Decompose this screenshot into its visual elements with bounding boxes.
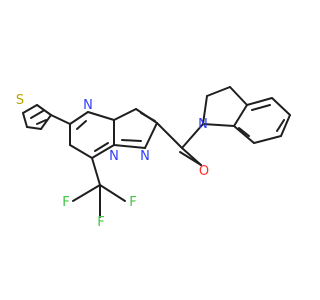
bond (69, 111, 89, 125)
bond (69, 144, 93, 159)
molecule-structure: S N N N N O F F F (16, 86, 291, 230)
bond (251, 104, 271, 111)
bond (238, 127, 250, 137)
bond (280, 114, 291, 137)
bond (91, 157, 101, 186)
atom-label-nitrogen: N (140, 149, 150, 164)
bond (202, 95, 208, 125)
bond (99, 184, 126, 202)
bond (26, 126, 42, 130)
bond (140, 112, 156, 122)
molecule-canvas: S N N N N O F F F (15, 86, 291, 230)
bond (246, 97, 273, 106)
bond (91, 144, 115, 159)
bond (87, 111, 115, 121)
atom-label-oxygen: O (199, 164, 209, 179)
bond (206, 86, 231, 97)
atom-label-nitrogen: N (109, 149, 119, 164)
bond (50, 114, 71, 125)
bond (233, 125, 255, 144)
bond (113, 144, 146, 149)
bond (156, 122, 183, 149)
bond (36, 104, 52, 116)
atom-label-sulfur: S (16, 93, 24, 108)
bond (271, 97, 291, 116)
bond (22, 112, 28, 128)
bond (36, 119, 47, 125)
bond (233, 104, 248, 127)
bond (30, 110, 44, 119)
atom-label-nitrogen: N (198, 117, 208, 132)
bond (94, 142, 109, 152)
bond (121, 139, 142, 142)
bond (202, 123, 235, 127)
atom-label-fluorine: F (129, 195, 136, 210)
atom-label-nitrogen: N (83, 98, 93, 113)
bond (276, 119, 285, 132)
bond (76, 120, 87, 130)
bond (22, 104, 38, 114)
atom-label-fluorine: F (62, 195, 69, 210)
bond (144, 122, 158, 149)
bond (179, 151, 202, 166)
bond (40, 114, 52, 130)
bond (113, 108, 137, 121)
atom-label-fluorine: F (97, 215, 104, 230)
atom-label-layer: S N N N N O F F F (16, 93, 209, 230)
bond (72, 184, 101, 202)
bond (253, 135, 282, 144)
bond-layer (22, 86, 291, 218)
bond (229, 86, 248, 106)
bond (181, 123, 204, 149)
